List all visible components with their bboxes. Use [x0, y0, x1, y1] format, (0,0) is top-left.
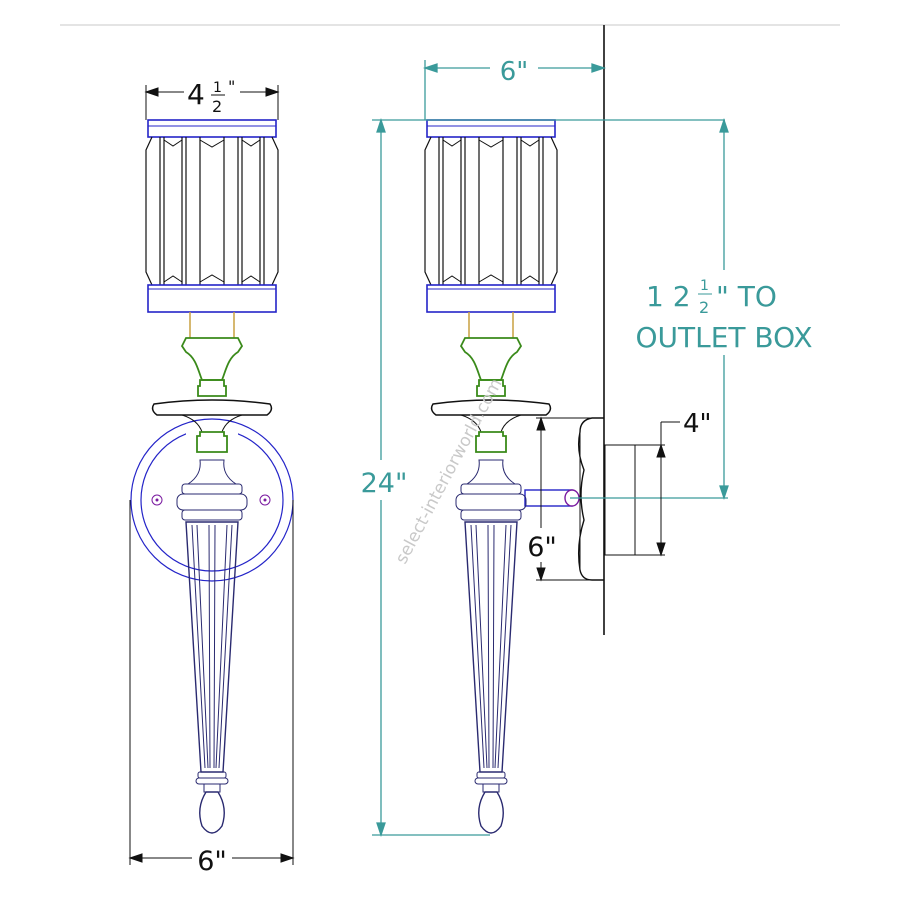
- projection-label: 6": [500, 57, 529, 87]
- side-view: 6" 24" 1 2 1 2 " TO OUTLET BOX 6" 4": [361, 25, 813, 838]
- outlet-height-den: 2: [699, 298, 709, 317]
- outlet-height-whole: 1 2: [646, 280, 691, 313]
- backplate-height-label: 6": [527, 532, 557, 563]
- backplate-width-dimension: [128, 500, 295, 865]
- overall-height-label: 24": [361, 468, 408, 499]
- watermark: select-interiorworld.com: [392, 375, 507, 567]
- outlet-box-label: 4": [683, 409, 712, 439]
- shade-width-unit: ": [228, 77, 235, 96]
- screw-icon: [151, 494, 163, 506]
- shade-width-den: 2: [212, 97, 222, 116]
- outlet-height-suffix: " TO: [716, 280, 777, 313]
- backplate-side: [577, 417, 604, 581]
- outlet-height-line2: OUTLET BOX: [635, 321, 812, 354]
- shade-width-dimension: [144, 85, 280, 120]
- outlet-height-num: 1: [700, 278, 709, 294]
- shade-width-num: 1: [213, 80, 222, 96]
- screw-icon: [259, 494, 271, 506]
- backplate-width-label: 6": [197, 846, 227, 877]
- shade-width-whole: 4: [187, 78, 205, 111]
- outlet-box: [604, 444, 636, 556]
- front-view: 4 1 2 " 6": [128, 77, 295, 877]
